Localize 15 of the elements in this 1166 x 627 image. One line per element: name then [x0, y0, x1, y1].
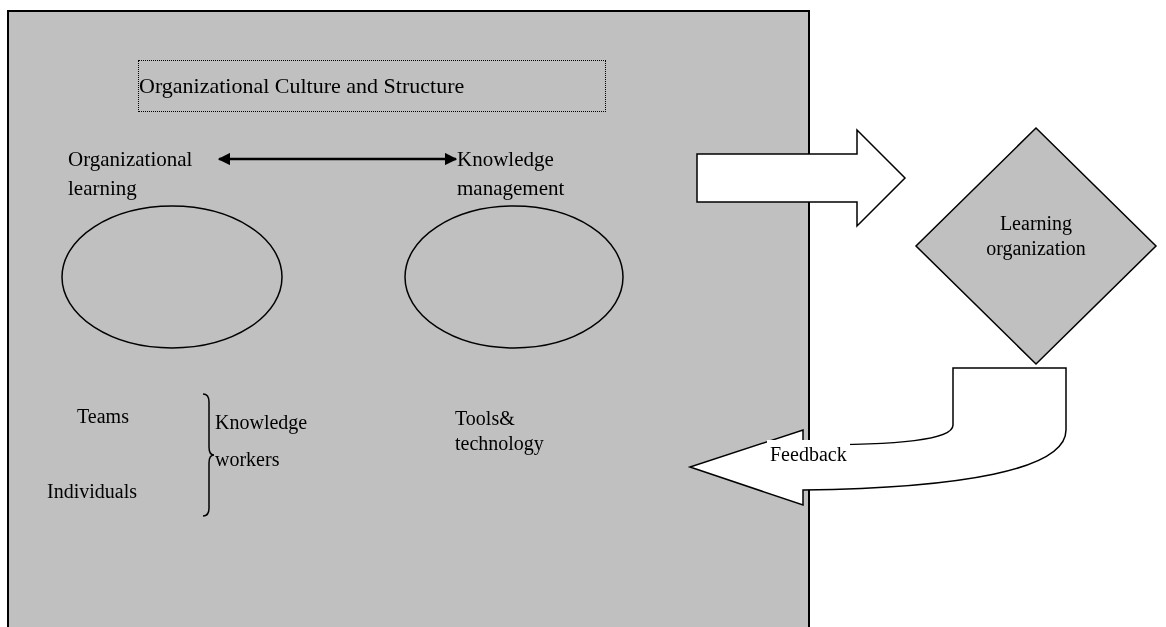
ellipse [404, 205, 624, 349]
concept-label: Knowledge management [457, 146, 566, 203]
text-label: Knowledge workers [215, 410, 309, 472]
double-arrow [217, 152, 458, 166]
decision-diamond [915, 127, 1157, 365]
diamond-label: Learning organization [985, 211, 1087, 261]
ellipse [61, 205, 283, 349]
text-label: Tools& technology [455, 406, 545, 456]
block-arrow [696, 128, 907, 228]
title-box [138, 60, 606, 112]
text-label: Individuals [47, 479, 137, 504]
text-label: Teams [77, 404, 129, 429]
block-arrow [689, 367, 1067, 506]
concept-label: Organizational learning [68, 146, 194, 203]
heading-text: Organizational Culture and Structure [139, 72, 465, 100]
